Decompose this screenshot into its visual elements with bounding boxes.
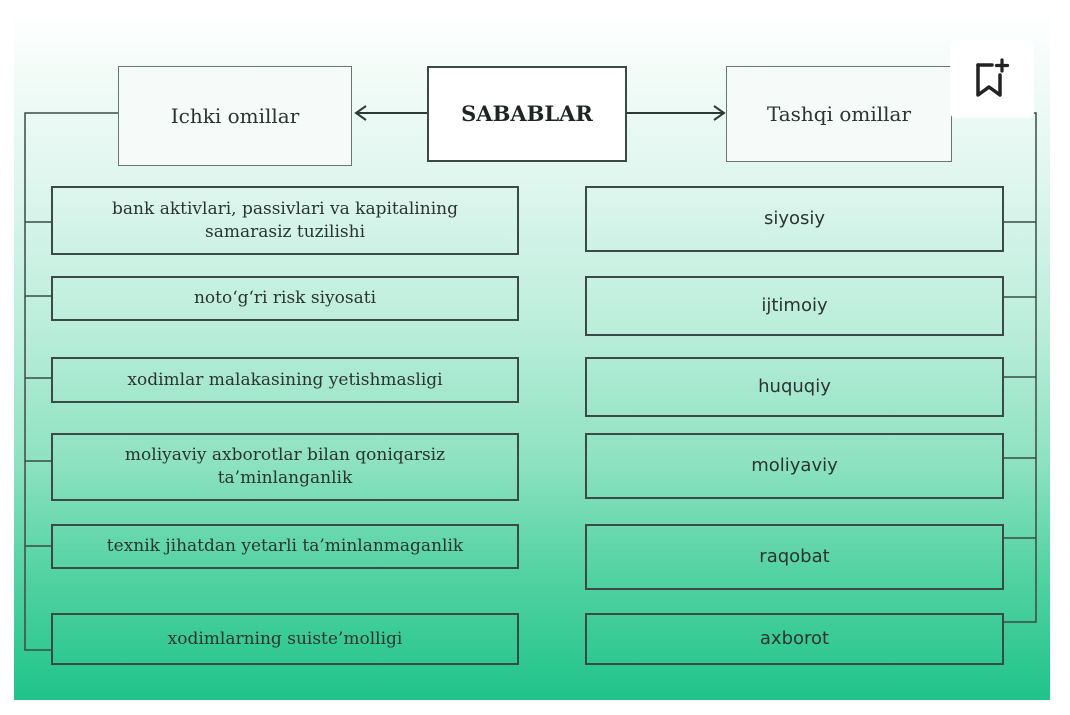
sabablar-label: SABABLAR [461,100,593,126]
tashqi-omillar-label: Tashqi omillar [766,101,912,126]
arrowhead-right [713,105,726,121]
left-item: texnik jihatdan yetarli ta’minlanmaganli… [51,524,519,569]
sabablar-box: SABABLAR [427,66,627,162]
left-item: xodimlarning suiste’molligi [51,613,519,665]
left-item: noto‘g‘ri risk siyosati [51,276,519,321]
left-item: xodimlar malakasining yetishmasligi [51,357,519,403]
ichki-omillar-box: Ichki omillar [118,66,352,166]
right-item: siyosiy [585,186,1004,252]
diagram-canvas: Ichki omillar SABABLAR Tashqi omillar ba… [14,10,1050,700]
left-bracket [24,112,118,651]
right-item: moliyaviy [585,433,1004,499]
ichki-omillar-label: Ichki omillar [170,103,300,128]
right-item: raqobat [585,524,1004,590]
right-item: huquqiy [585,357,1004,417]
bookmark-add-button[interactable] [950,40,1034,118]
tashqi-omillar-box: Tashqi omillar [726,66,952,162]
right-item: ijtimoiy [585,276,1004,336]
right-item: axborot [585,613,1004,665]
bookmark-add-icon [976,58,1010,97]
arrowhead-left [354,105,367,121]
left-item: moliyaviy axborotlar bilan qoniqarsiz ta… [51,433,519,501]
left-item: bank aktivlari, passivlari va kapitalini… [51,186,519,255]
